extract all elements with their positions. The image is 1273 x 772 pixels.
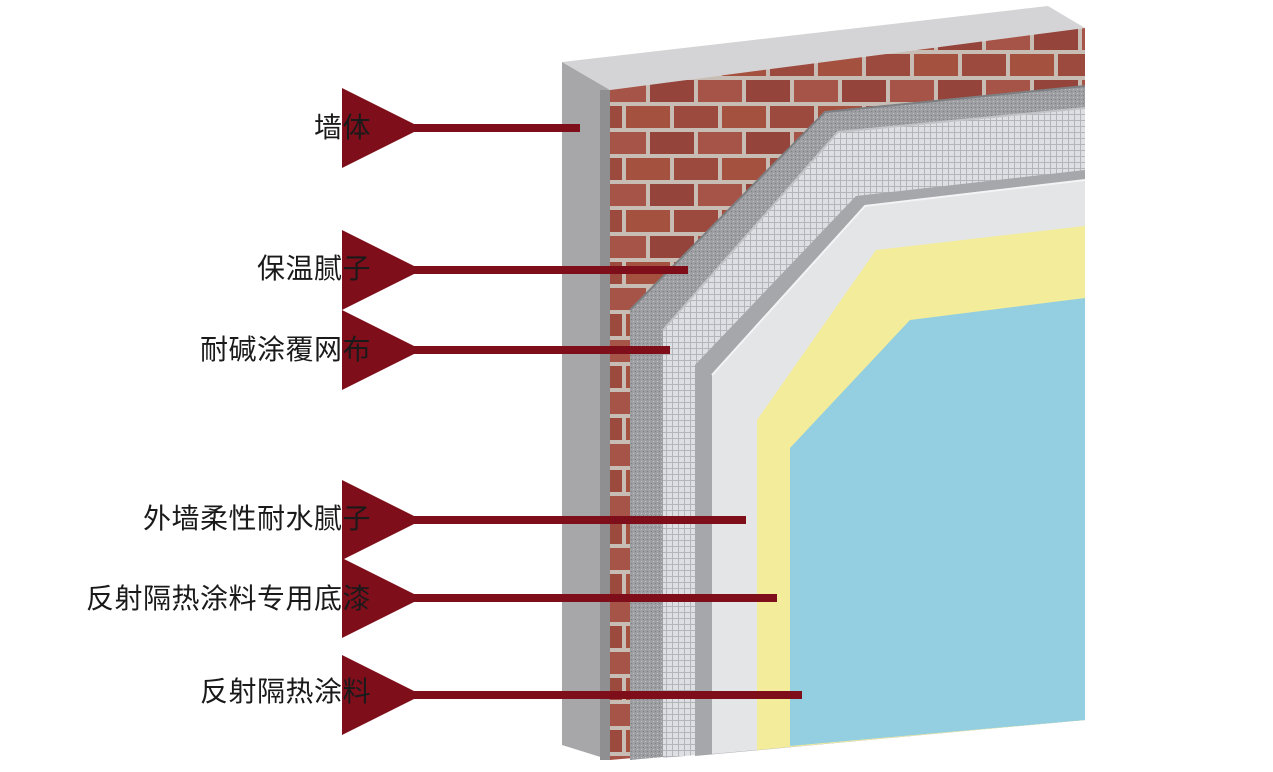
label-insulation-putty: 保温腻子 bbox=[256, 252, 371, 285]
brick-edge-line bbox=[629, 85, 1086, 311]
mesh-edge-line bbox=[662, 107, 1086, 331]
flexible-edge-line bbox=[711, 179, 1086, 376]
label-exterior-flexible-putty: 外墙柔性耐水腻子 bbox=[142, 502, 371, 535]
concrete-side-strip bbox=[600, 90, 610, 760]
concrete-front-face bbox=[562, 62, 610, 760]
label-reflective-primer: 反射隔热涂料专用底漆 bbox=[85, 582, 371, 615]
reflective-coating-layer bbox=[790, 298, 1085, 746]
label-wall: 墙体 bbox=[313, 111, 371, 144]
concrete-top-edge bbox=[562, 6, 1085, 90]
label-alkali-resistant-mesh: 耐碱涂覆网布 bbox=[199, 333, 371, 366]
label-reflective-coating: 反射隔热涂料 bbox=[199, 675, 371, 708]
